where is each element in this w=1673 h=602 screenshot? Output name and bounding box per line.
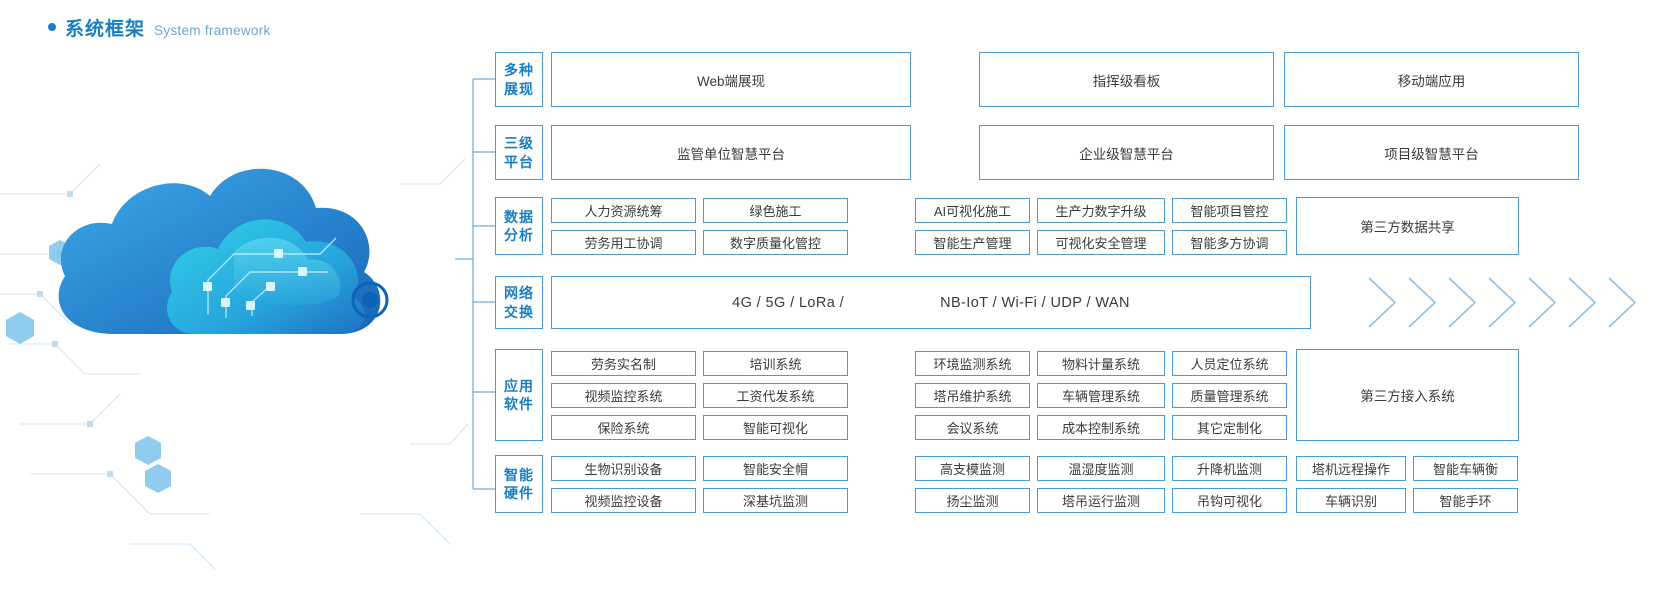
cell-vehicle-recognition[interactable]: 车辆识别 [1296,487,1406,513]
cell-payroll-system[interactable]: 工资代发系统 [703,382,848,408]
presentation-boxes: Web端展现 指挥级看板 移动端应用 [551,52,1665,107]
box-third-party-data-sharing[interactable]: 第三方数据共享 [1296,197,1519,255]
cell-env-monitor-system[interactable]: 环境监测系统 [915,350,1030,376]
smart-hardware-boxes: 生物识别设备 智能安全帽 视频监控设备 深基坑监测 高支模监测 温湿度监测 升降… [551,455,1665,513]
cell-crane-operation-monitor[interactable]: 塔吊运行监测 [1037,487,1165,513]
network-text-left: 4G / 5G / LoRa / [732,294,845,311]
stage-label-data-analysis: 数据 分析 [495,197,543,255]
box-regulator-platform[interactable]: 监管单位智慧平台 [551,125,911,180]
cell-material-metering-system[interactable]: 物料计量系统 [1037,350,1165,376]
stage-label-network-exchange: 网络 交换 [495,276,543,329]
cell-digital-quality-control[interactable]: 数字质量化管控 [703,229,848,255]
cell-labor-coordination[interactable]: 劳务用工协调 [551,229,696,255]
cell-smart-multiparty[interactable]: 智能多方协调 [1172,229,1287,255]
cell-personnel-location-system[interactable]: 人员定位系统 [1172,350,1287,376]
cell-insurance-system[interactable]: 保险系统 [551,414,696,440]
platform-boxes: 监管单位智慧平台 企业级智慧平台 项目级智慧平台 [551,125,1665,180]
row-smart-hardware: 智能 硬件 生物识别设备 智能安全帽 视频监控设备 深基坑监测 高支模监测 温湿… [495,455,1665,513]
stage-label-application-software: 应用 软件 [495,349,543,441]
cell-smart-wristband[interactable]: 智能手环 [1413,487,1518,513]
hw-group-left: 生物识别设备 智能安全帽 视频监控设备 深基坑监测 [551,455,848,513]
network-text-box: 4G / 5G / LoRa / NB-IoT / Wi-Fi / UDP / … [551,276,1311,329]
cell-crane-remote-operation[interactable]: 塔机远程操作 [1296,455,1406,481]
cell-dust-monitor[interactable]: 扬尘监测 [915,487,1030,513]
cell-green-construction[interactable]: 绿色施工 [703,197,848,223]
data-analysis-boxes: 人力资源统筹 绿色施工 劳务用工协调 数字质量化管控 AI可视化施工 生产力数字… [551,197,1665,255]
page-title: 系统框架 System framework [48,14,271,41]
cell-quality-mgmt-system[interactable]: 质量管理系统 [1172,382,1287,408]
cell-smart-visualization[interactable]: 智能可视化 [703,414,848,440]
cell-video-surveillance-device[interactable]: 视频监控设备 [551,487,696,513]
network-text-right: NB-IoT / Wi-Fi / UDP / WAN [940,294,1130,311]
stage-label-platform: 三级 平台 [495,125,543,180]
box-mobile-app[interactable]: 移动端应用 [1284,52,1579,107]
cell-other-customization[interactable]: 其它定制化 [1172,414,1287,440]
cell-high-formwork-monitor[interactable]: 高支模监测 [915,455,1030,481]
hw-group-right: 高支模监测 温湿度监测 升降机监测 扬尘监测 塔吊运行监测 吊钩可视化 [915,455,1287,513]
cell-visual-safety-mgmt[interactable]: 可视化安全管理 [1037,229,1165,255]
cell-smart-helmet[interactable]: 智能安全帽 [703,455,848,481]
cell-crane-maintenance-system[interactable]: 塔吊维护系统 [915,382,1030,408]
cell-smart-production-mgmt[interactable]: 智能生产管理 [915,229,1030,255]
cell-meeting-system[interactable]: 会议系统 [915,414,1030,440]
cell-video-surveillance-system[interactable]: 视频监控系统 [551,382,696,408]
cell-temp-humidity-monitor[interactable]: 温湿度监测 [1037,455,1165,481]
cell-labor-real-name[interactable]: 劳务实名制 [551,350,696,376]
cell-deep-foundation-monitor[interactable]: 深基坑监测 [703,487,848,513]
network-node [351,281,389,319]
row-presentation: 多种 展现 Web端展现 指挥级看板 移动端应用 [495,52,1665,107]
cell-cost-control-system[interactable]: 成本控制系统 [1037,414,1165,440]
box-enterprise-platform[interactable]: 企业级智慧平台 [979,125,1274,180]
cell-biometric-device[interactable]: 生物识别设备 [551,455,696,481]
hw-group-far: 塔机远程操作 智能车辆衡 车辆识别 智能手环 [1296,455,1518,513]
cell-hook-visualization[interactable]: 吊钩可视化 [1172,487,1287,513]
bullet-dot [48,23,56,31]
cell-smart-project-control[interactable]: 智能项目管控 [1172,197,1287,223]
box-project-platform[interactable]: 项目级智慧平台 [1284,125,1579,180]
app-group-right: 环境监测系统 物料计量系统 人员定位系统 塔吊维护系统 车辆管理系统 质量管理系… [915,349,1287,441]
box-third-party-access-system[interactable]: 第三方接入系统 [1296,349,1519,441]
box-web-presentation[interactable]: Web端展现 [551,52,911,107]
data-analysis-group-left: 人力资源统筹 绿色施工 劳务用工协调 数字质量化管控 [551,197,848,255]
row-network-exchange: 网络 交换 4G / 5G / LoRa / NB-IoT / Wi-Fi / … [495,276,1665,329]
application-software-boxes: 劳务实名制 培训系统 视频监控系统 工资代发系统 保险系统 智能可视化 环境监测… [551,349,1665,441]
cell-ai-visual-construction[interactable]: AI可视化施工 [915,197,1030,223]
page-title-en: System framework [154,23,271,38]
stage-label-smart-hardware: 智能 硬件 [495,455,543,513]
box-command-dashboard[interactable]: 指挥级看板 [979,52,1274,107]
row-application-software: 应用 软件 劳务实名制 培训系统 视频监控系统 工资代发系统 保险系统 智能可视… [495,349,1665,441]
page-title-cn: 系统框架 [65,19,146,40]
stage-label-presentation: 多种 展现 [495,52,543,107]
chevron-arrows-icon [1368,277,1637,328]
circuit-lines-decoration [0,158,469,570]
cell-productivity-upgrade[interactable]: 生产力数字升级 [1037,197,1165,223]
cell-training-system[interactable]: 培训系统 [703,350,848,376]
cell-hr-coordination[interactable]: 人力资源统筹 [551,197,696,223]
cell-hoist-monitor[interactable]: 升降机监测 [1172,455,1287,481]
system-framework-diagram: 多种 展现 Web端展现 指挥级看板 移动端应用 三级 平台 监管单位智慧平台 … [455,44,1665,574]
cell-vehicle-mgmt-system[interactable]: 车辆管理系统 [1037,382,1165,408]
network-bar: 4G / 5G / LoRa / NB-IoT / Wi-Fi / UDP / … [551,276,1665,329]
row-data-analysis: 数据 分析 人力资源统筹 绿色施工 劳务用工协调 数字质量化管控 AI可视化施工… [495,197,1665,255]
row-platform: 三级 平台 监管单位智慧平台 企业级智慧平台 项目级智慧平台 [495,125,1665,180]
cloud-computing-illustration [0,44,470,600]
data-analysis-group-right: AI可视化施工 生产力数字升级 智能项目管控 智能生产管理 可视化安全管理 智能… [915,197,1287,255]
cell-smart-weighbridge[interactable]: 智能车辆衡 [1413,455,1518,481]
cloud-shape [58,168,389,334]
app-group-left: 劳务实名制 培训系统 视频监控系统 工资代发系统 保险系统 智能可视化 [551,349,848,441]
